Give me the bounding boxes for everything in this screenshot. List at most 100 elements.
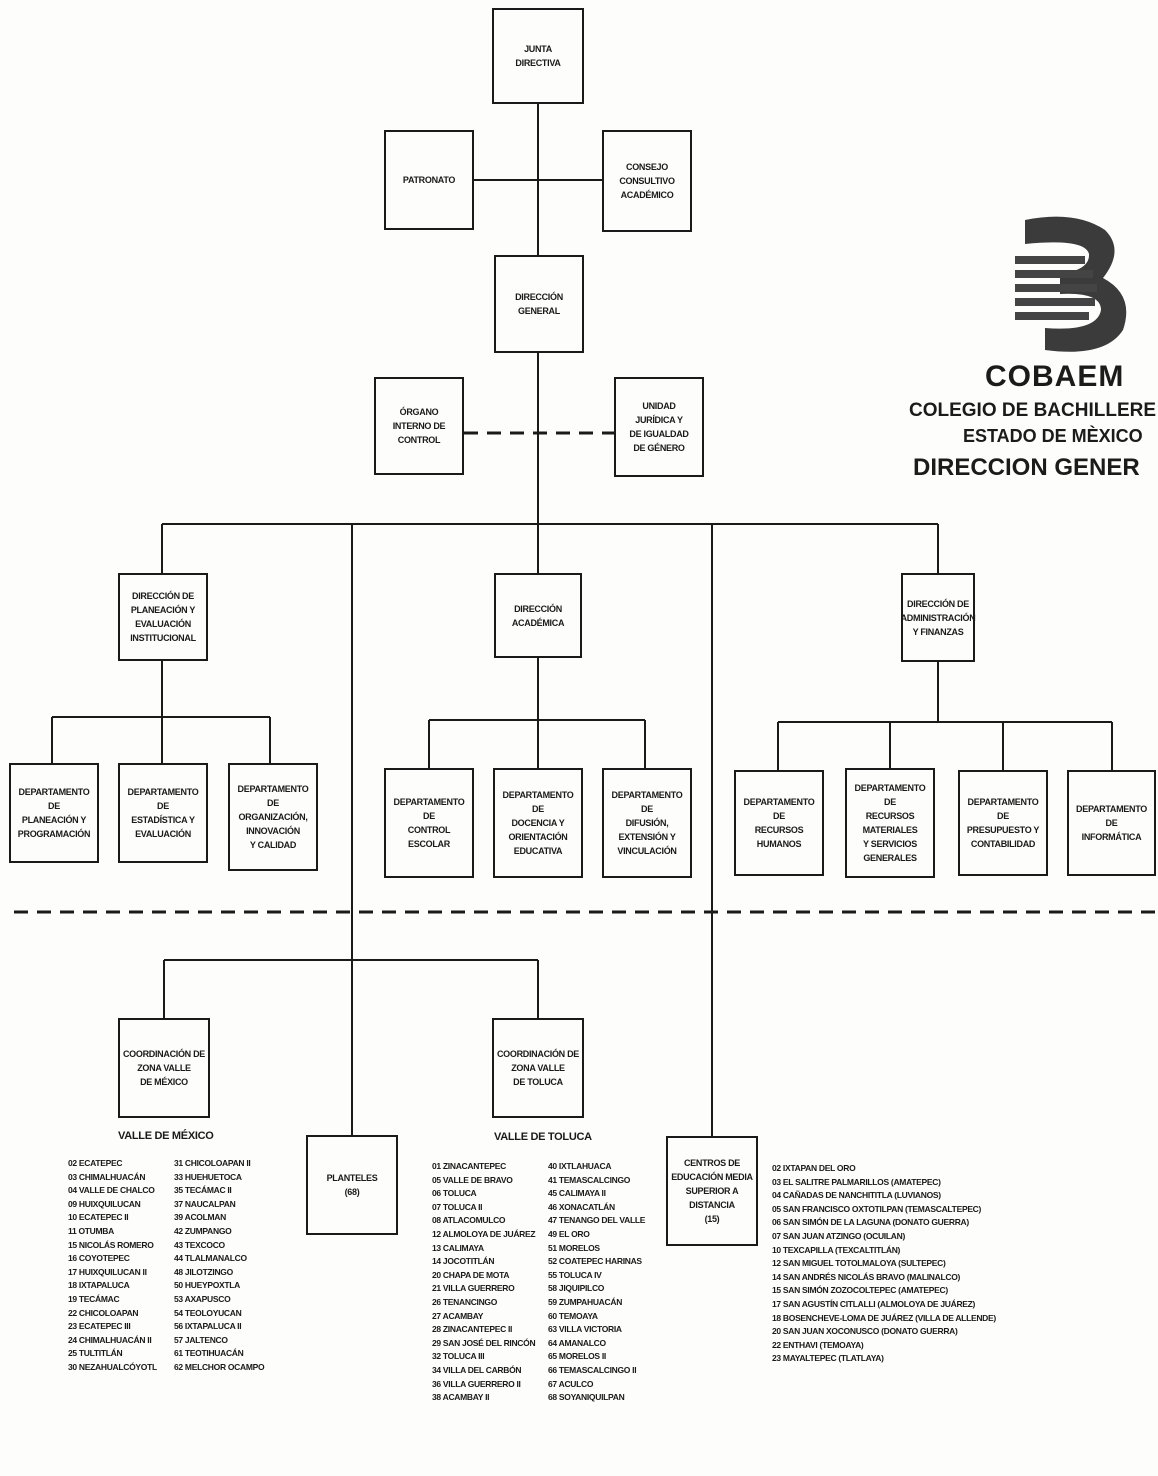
list-item: 10 ECATEPEC II (68, 1212, 129, 1223)
depto-presupuesto-box: DEPARTAMENTO DE PRESUPUESTO Y CONTABILID… (958, 770, 1048, 876)
list-item: 39 ACOLMAN (174, 1212, 226, 1223)
list-item: 07 TOLUCA II (432, 1201, 483, 1212)
list-item: 04 VALLE DE CHALCO (68, 1185, 155, 1196)
depto-docencia-box: DEPARTAMENTO DE DOCENCIA Y ORIENTACIÓN E… (493, 768, 583, 878)
list-item: 20 SAN JUAN XOCONUSCO (DONATO GUERRA) (772, 1326, 958, 1337)
list-item: 37 NAUCALPAN (174, 1198, 236, 1209)
list-item: 18 BOSENCHEVE-LOMA DE JUÁREZ (VILLA DE A… (772, 1312, 996, 1323)
cemsad-box: CENTROS DE EDUCACIÓN MEDIA SUPERIOR A DI… (666, 1136, 758, 1246)
coordinacion-valle-mexico-box: COORDINACIÓN DE ZONA VALLE DE MÉXICO (118, 1018, 210, 1118)
planteles-box: PLANTELES (68) (306, 1135, 398, 1235)
list-item: 25 TULTITLÁN (68, 1348, 123, 1359)
list-item: 05 VALLE DE BRAVO (432, 1174, 513, 1185)
list-item: 36 VILLA GUERRERO II (432, 1378, 521, 1389)
list-item: 05 SAN FRANCISCO OXTOTILPAN (TEMASCALTEP… (772, 1203, 982, 1214)
depto-difusion-box: DEPARTAMENTO DE DIFUSIÓN, EXTENSIÓN Y VI… (602, 768, 692, 878)
list-item: 15 NICOLÁS ROMERO (68, 1239, 154, 1250)
list-item: 30 NEZAHUALCÓYOTL (68, 1361, 157, 1372)
list-item: 49 EL ORO (548, 1228, 590, 1239)
depto-control-escolar-box: DEPARTAMENTO DE CONTROL ESCOLAR (384, 768, 474, 878)
logo-line-1: COLEGIO DE BACHILLERE (909, 400, 1157, 421)
list-item: 10 TEXCAPILLA (TEXCALTITLÁN) (772, 1244, 901, 1255)
list-item: 57 JALTENCO (174, 1334, 228, 1345)
list-item: 02 ECATEPEC (68, 1158, 123, 1168)
list-item: 45 CALIMAYA II (548, 1188, 606, 1199)
list-item: 12 SAN MIGUEL TOTOLMALOYA (SULTEPEC) (772, 1258, 946, 1269)
depto-informatica-box: DEPARTAMENTO DE INFORMÁTICA (1067, 770, 1156, 876)
direccion-administracion-box: DIRECCIÓN DE ADMINISTRACIÓN Y FINANZAS (901, 573, 976, 662)
valle-toluca-planteles-list-2: 40 IXTLAHUACA 41 TEMASCALCINGO 45 CALIMAYA… (548, 1160, 645, 1405)
list-item: 64 AMANALCO (548, 1337, 606, 1348)
list-item: 12 ALMOLOYA DE JUÁREZ (432, 1228, 536, 1239)
list-item: 65 MORELOS II (548, 1351, 606, 1362)
list-item: 31 CHICOLOAPAN II (174, 1158, 251, 1168)
list-item: 18 IXTAPALUCA (68, 1280, 130, 1291)
list-item: 52 COATEPEC HARINAS (548, 1256, 642, 1267)
cobaem-emblem-icon (1015, 216, 1127, 352)
direccion-general-box: DIRECCIÓN GENERAL (494, 255, 584, 353)
list-item: 20 CHAPA DE MOTA (432, 1269, 510, 1280)
list-item: 35 TECÁMAC II (174, 1185, 232, 1196)
list-item: 32 TOLUCA III (432, 1351, 485, 1362)
list-item: 53 AXAPUSCO (174, 1293, 231, 1304)
list-item: 60 TEMOAYA (548, 1310, 598, 1321)
unidad-juridica-box: UNIDAD JURÍDICA Y DE IGUALDAD DE GÉNERO (614, 377, 704, 477)
list-item: 11 OTUMBA (68, 1225, 114, 1236)
list-item: 26 TENANCINGO (432, 1296, 498, 1307)
list-item: 14 SAN ANDRÉS NICOLÁS BRAVO (MALINALCO) (772, 1271, 961, 1282)
valle-toluca-heading: VALLE DE TOLUCA (494, 1131, 592, 1143)
list-item: 19 TECÁMAC (68, 1293, 120, 1304)
list-item: 38 ACAMBAY II (432, 1392, 490, 1403)
list-item: 66 TEMASCALCINGO II (548, 1364, 637, 1375)
list-item: 04 CAÑADAS DE NANCHITITLA (LUVIANOS) (772, 1190, 941, 1201)
list-item: 16 COYOTEPEC (68, 1253, 130, 1264)
list-item: 06 TOLUCA (432, 1188, 477, 1199)
list-item: 44 TLALMANALCO (174, 1253, 247, 1264)
depto-estadistica-box: DEPARTAMENTO DE ESTADÍSTICA Y EVALUACIÓN (118, 763, 208, 863)
list-item: 01 ZINACANTEPEC (432, 1161, 506, 1171)
direccion-planeacion-box: DIRECCIÓN DE PLANEACIÓN Y EVALUACIÓN INS… (118, 573, 208, 661)
list-item: 54 TEOLOYUCAN (174, 1307, 242, 1318)
list-item: 68 SOYANIQUILPAN (548, 1392, 625, 1403)
list-item: 63 VILLA VICTORIA (548, 1324, 622, 1335)
logo-name: COBAEM (985, 360, 1125, 393)
list-item: 28 ZINACANTEPEC II (432, 1324, 513, 1335)
list-item: 09 HUIXQUILUCAN (68, 1198, 141, 1209)
consejo-consultivo-box: CONSEJO CONSULTIVO ACADÉMICO (602, 130, 692, 232)
logo-line-2: ESTADO DE MÈXICO (963, 426, 1143, 446)
list-item: 56 IXTAPALUCA II (174, 1321, 242, 1332)
list-item: 47 TENANGO DEL VALLE (548, 1215, 646, 1226)
logo-line-3: DIRECCION GENER (913, 454, 1140, 481)
list-item: 03 CHIMALHUACÁN (68, 1171, 146, 1182)
depto-planeacion-box: DEPARTAMENTO DE PLANEACIÓN Y PROGRAMACIÓ… (9, 763, 99, 863)
valle-mexico-planteles-list-1: 02 ECATEPEC 03 CHIMALHUACÁN 04 VALLE DE CH… (68, 1157, 157, 1375)
list-item: 43 TEXCOCO (174, 1239, 225, 1250)
depto-recursos-humanos-box: DEPARTAMENTO DE RECURSOS HUMANOS (734, 770, 824, 876)
list-item: 46 XONACATLÁN (548, 1201, 615, 1212)
list-item: 27 ACAMBAY (432, 1310, 484, 1321)
list-item: 67 ACULCO (548, 1378, 594, 1389)
list-item: 61 TEOTIHUACÁN (174, 1348, 244, 1359)
list-item: 15 SAN SIMÓN ZOZOCOLTEPEC (AMATEPEC) (772, 1285, 948, 1296)
junta-directiva-box: JUNTA DIRECTIVA (492, 8, 584, 104)
coordinacion-valle-toluca-box: COORDINACIÓN DE ZONA VALLE DE TOLUCA (492, 1018, 584, 1118)
valle-toluca-planteles-list-1: 01 ZINACANTEPEC 05 VALLE DE BRAVO 06 TOLUC… (432, 1160, 536, 1405)
valle-mexico-heading: VALLE DE MÉXICO (118, 1130, 214, 1142)
list-item: 21 VILLA GUERRERO (432, 1283, 515, 1294)
list-item: 22 CHICOLOAPAN (68, 1307, 139, 1318)
list-item: 40 IXTLAHUACA (548, 1161, 612, 1171)
list-item: 17 SAN AGUSTÍN CITLALLI (ALMOLOYA DE JUÁ… (772, 1298, 976, 1309)
list-item: 62 MELCHOR OCAMPO (174, 1361, 265, 1372)
list-item: 42 ZUMPANGO (174, 1225, 232, 1236)
list-item: 48 JILOTZINGO (174, 1266, 233, 1277)
cobaem-logo: COBAEM COLEGIO DE BACHILLERE ESTADO DE M… (905, 210, 1158, 500)
direccion-academica-box: DIRECCIÓN ACADÉMICA (494, 573, 582, 658)
depto-recursos-materiales-box: DEPARTAMENTO DE RECURSOS MATERIALES Y SE… (845, 768, 935, 878)
list-item: 59 ZUMPAHUACÁN (548, 1296, 623, 1307)
list-item: 41 TEMASCALCINGO (548, 1174, 631, 1185)
list-item: 34 VILLA DEL CARBÓN (432, 1364, 522, 1375)
list-item: 51 MORELOS (548, 1242, 600, 1253)
list-item: 06 SAN SIMÓN DE LA LAGUNA (DONATO GUERRA… (772, 1217, 969, 1228)
